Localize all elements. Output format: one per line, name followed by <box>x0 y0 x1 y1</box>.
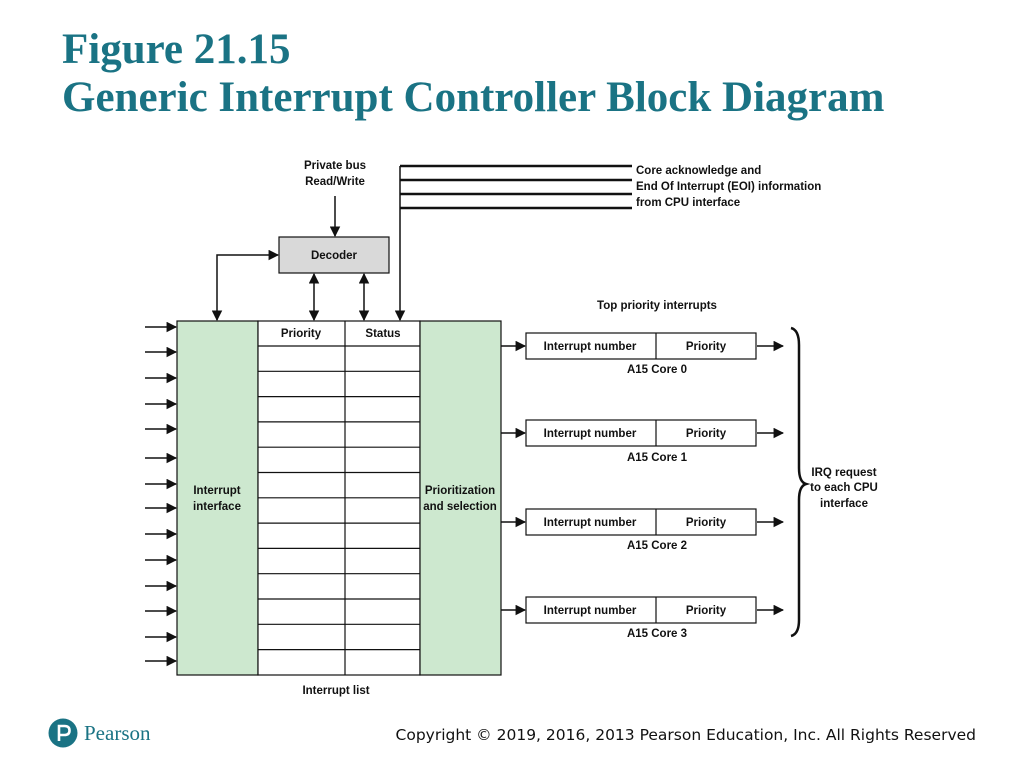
core-1-number-label: Interrupt number <box>544 428 637 440</box>
prioritization-label-1: Prioritization <box>425 485 495 497</box>
status-header: Status <box>365 328 400 340</box>
core-2-name: A15 Core 2 <box>627 540 687 552</box>
pearson-p-icon <box>48 718 78 748</box>
figure-number: Figure 21.15 <box>62 26 291 73</box>
figure-caption: Generic Interrupt Controller Block Diagr… <box>62 74 885 121</box>
core-ack-label-1: Core acknowledge and <box>636 165 761 177</box>
interrupt-input-arrows <box>145 321 178 667</box>
private-bus-label-1: Private bus <box>304 160 366 172</box>
core-2-priority-label: Priority <box>686 517 727 529</box>
slide-footer: Pearson Copyright © 2019, 2016, 2013 Pea… <box>48 716 976 756</box>
interrupt-interface-block <box>176 320 259 676</box>
top-priority-label: Top priority interrupts <box>597 300 717 312</box>
core-group-3: Interrupt number Priority A15 Core 3 <box>501 596 785 640</box>
interrupt-list-label: Interrupt list <box>302 685 369 697</box>
core-1-register <box>525 419 757 447</box>
interrupt-list-table <box>257 320 421 676</box>
pearson-logo: Pearson <box>48 718 151 748</box>
core-3-priority-label: Priority <box>686 605 727 617</box>
prioritization-block <box>419 320 502 676</box>
core-group-2: Interrupt number Priority A15 Core 2 <box>501 508 785 552</box>
interrupt-interface-label-2: interface <box>193 501 241 513</box>
core-0-number-label: Interrupt number <box>544 341 637 353</box>
core-0-priority-label: Priority <box>686 341 727 353</box>
core-2-register <box>525 508 757 536</box>
core-group-0: Interrupt number Priority A15 Core 0 <box>501 332 785 376</box>
core-ack-label-2: End Of Interrupt (EOI) information <box>636 181 821 193</box>
core-1-name: A15 Core 1 <box>627 452 688 464</box>
core-1-priority-label: Priority <box>686 428 727 440</box>
copyright-notice: Copyright © 2019, 2016, 2013 Pearson Edu… <box>395 726 976 744</box>
core-ack-label-3: from CPU interface <box>636 197 740 209</box>
core-3-name: A15 Core 3 <box>627 628 687 640</box>
private-bus-label-2: Read/Write <box>305 176 365 188</box>
core-0-name: A15 Core 0 <box>627 364 687 376</box>
irq-brace <box>790 326 811 638</box>
irq-label-3: interface <box>820 498 868 510</box>
priority-header: Priority <box>281 328 322 340</box>
pearson-wordmark: Pearson <box>84 720 151 745</box>
interrupt-interface-label-1: Interrupt <box>193 485 240 497</box>
core-0-register <box>525 332 757 360</box>
core-group-1: Interrupt number Priority A15 Core 1 <box>501 419 785 464</box>
decoder-interface-link <box>211 249 280 322</box>
prioritization-label-2: and selection <box>423 501 497 513</box>
irq-label-2: to each CPU <box>810 482 878 494</box>
core-3-register <box>525 596 757 624</box>
slide-title: Figure 21.15 Generic Interrupt Controlle… <box>62 26 884 122</box>
irq-label-1: IRQ request <box>811 467 876 479</box>
core-2-number-label: Interrupt number <box>544 517 637 529</box>
core-3-number-label: Interrupt number <box>544 605 637 617</box>
decoder-label: Decoder <box>311 250 358 262</box>
